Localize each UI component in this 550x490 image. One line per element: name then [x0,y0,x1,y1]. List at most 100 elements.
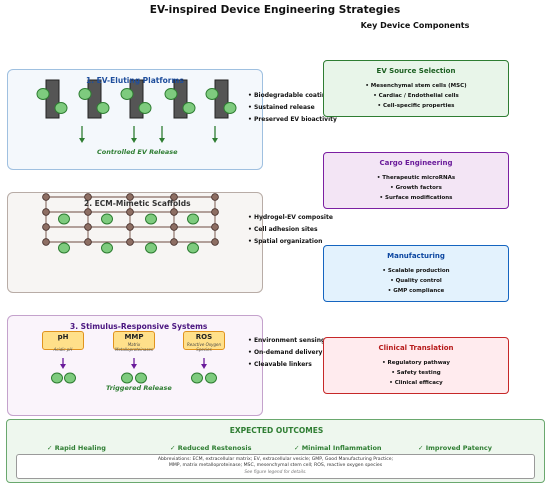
ev-vesicle-icon [58,213,70,225]
component-item: Safety testing [324,370,508,376]
ev-vesicle-icon [191,372,203,384]
trigger-arrow-head [201,364,207,369]
component-item: Mesenchymal stem cells (MSC) [324,83,508,89]
ev-vesicle-icon [138,102,152,114]
ev-vesicle-icon [205,372,217,384]
scaffold-node [126,223,134,231]
ph-caption: Acidic pH [53,347,73,352]
clinical-translation-box: Clinical Translation Regulatory pathway … [323,337,509,394]
component-item: Clinical efficacy [324,380,508,386]
release-arrow-head [212,138,218,143]
ev-vesicle-icon [182,102,196,114]
ev-vesicle-icon [164,88,178,100]
scaffold-node [42,193,50,201]
scaffold-node [42,238,50,246]
ros-label: ROS [195,333,213,341]
ev-vesicle-icon [101,213,113,225]
ev-vesicle-icon [51,372,63,384]
scaffold-node [42,223,50,231]
scaffold-node [126,208,134,216]
manufacturing-title: Manufacturing [387,252,445,260]
ev-vesicle-icon [187,213,199,225]
panel-2-bullet: Hydrogel-EV composite [248,214,333,221]
ph-label: pH [57,333,69,341]
component-item: Cardiac / Endothelial cells [324,93,508,99]
scaffold-node [84,193,92,201]
component-item: Scalable production [324,268,508,274]
ph-stimulus-box: pH [42,331,84,350]
ev-vesicle-icon [64,372,76,384]
mmp-caption: Metalloproteinases [115,347,153,352]
panel-1-title: 1. EV-Eluting Platforms [86,76,184,85]
panel-3-bullet: Environment sensing [248,337,325,344]
scaffold-node [42,208,50,216]
clinical-translation-title: Clinical Translation [378,344,454,352]
component-item: Cell-specific properties [324,103,508,109]
scaffold-node [126,193,134,201]
mmp-stimulus-box: MMP Matrix [113,331,155,350]
scaffold-node [84,208,92,216]
abbreviations-box: Abbreviations: ECM, extracellular matrix… [16,454,535,479]
ros-sublabel: Reactive Oxygen [186,342,222,347]
expected-outcomes-title: EXPECTED OUTCOMES [229,426,324,435]
triggered-release-label: Triggered Release [106,384,172,392]
cargo-engineering-box: Cargo Engineering Therapeutic microRNAs … [323,152,509,209]
ev-vesicle-icon [121,372,133,384]
scaffold-node [170,193,178,201]
ev-vesicle-icon [205,88,219,100]
component-item: GMP compliance [324,288,508,294]
ev-vesicle-icon [120,88,134,100]
legend-note: See figure legend for details. [244,470,307,475]
manufacturing-box: Manufacturing Scalable production Qualit… [323,245,509,302]
component-item: Therapeutic microRNAs [324,175,508,181]
cargo-engineering-title: Cargo Engineering [379,159,453,167]
ev-vesicle-icon [223,102,237,114]
scaffold-node [211,193,219,201]
scaffold-node [170,208,178,216]
trigger-arrow-head [60,364,66,369]
scaffold-node [84,238,92,246]
outcome-item: Reduced Restenosis [170,444,252,452]
mmp-sublabel: Matrix [127,342,141,347]
ev-source-title: EV Source Selection [376,67,456,75]
controlled-release-label: Controlled EV Release [97,148,178,156]
scaffold-node [84,223,92,231]
release-arrow-head [79,138,85,143]
component-item: Regulatory pathway [324,360,508,366]
ev-vesicle-icon [36,88,50,100]
ev-source-selection-box: EV Source Selection Mesenchymal stem cel… [323,60,509,117]
component-item: Surface modifications [324,195,508,201]
ev-vesicle-icon [145,213,157,225]
scaffold-node [170,223,178,231]
scaffold-node [211,223,219,231]
release-arrow-head [131,138,137,143]
outcome-item: Rapid Healing [47,444,106,452]
panel-3-title: 3. Stimulus-Responsive Systems [70,322,208,331]
key-components-heading: Key Device Components [360,21,470,30]
ev-vesicle-icon [78,88,92,100]
abbreviations-line-1: Abbreviations: ECM, extracellular matrix… [157,457,394,462]
panel-2-bullet: Cell adhesion sites [248,226,318,233]
panel-1-bullet: Biodegradable coating [248,92,331,99]
figure-title: EV-inspired Device Engineering Strategie… [149,4,401,16]
ev-vesicle-icon [187,242,199,254]
abbreviations-line-2: MMP, matrix metalloproteinase; MSC, mese… [168,463,383,468]
ev-vesicle-icon [96,102,110,114]
ev-vesicle-icon [101,242,113,254]
ev-vesicle-icon [58,242,70,254]
component-item: Growth factors [324,185,508,191]
release-arrow-head [159,138,165,143]
outcome-item: Minimal Inflammation [294,444,382,452]
ev-vesicle-icon [145,242,157,254]
panel-2-bullet: Spatial organization [248,238,322,245]
component-item: Quality control [324,278,508,284]
panel-1-bullet: Sustained release [248,104,315,111]
scaffold-node [211,208,219,216]
panel-1-bullet: Preserved EV bioactivity [248,116,337,123]
ros-stimulus-box: ROS Reactive Oxygen [183,331,225,350]
ev-vesicle-icon [135,372,147,384]
ev-vesicle-icon [54,102,68,114]
panel-3-bullet: On-demand delivery [248,349,323,356]
scaffold-node [170,238,178,246]
